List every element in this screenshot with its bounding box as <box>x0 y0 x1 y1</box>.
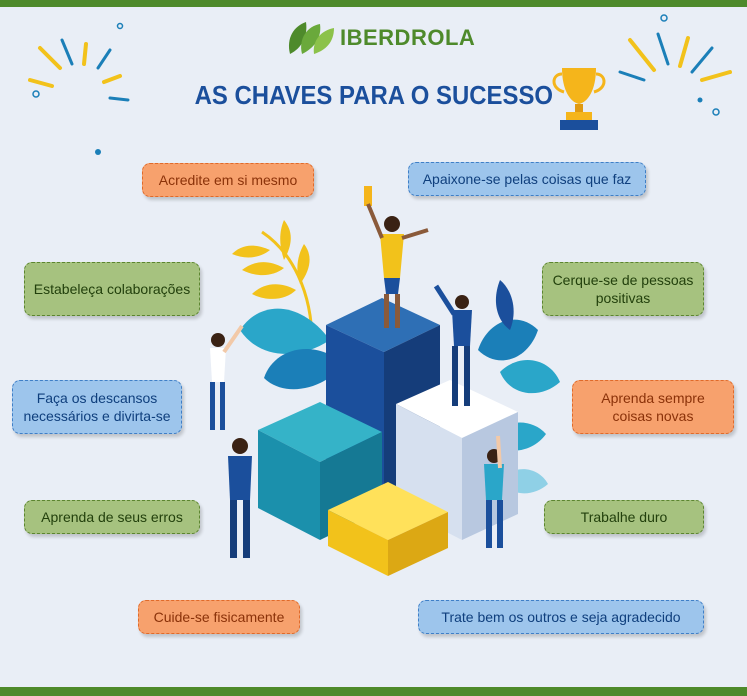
top-bar <box>0 0 747 7</box>
key-trate: Trate bem os outros e seja agradecido <box>418 600 704 634</box>
key-acredite: Acredite em si mesmo <box>142 163 314 197</box>
trophy-icon <box>552 68 606 130</box>
key-erros: Aprenda de seus erros <box>24 500 200 534</box>
key-trabalhe: Trabalhe duro <box>544 500 704 534</box>
key-cerque: Cerque-se de pessoas positivas <box>542 262 704 316</box>
confetti-icon <box>618 14 732 116</box>
key-aprenda-sempre: Aprenda sempre coisas novas <box>572 380 734 434</box>
key-cuide: Cuide-se fisicamente <box>138 600 300 634</box>
brand-logo: IBERDROLA <box>284 18 475 58</box>
key-descansos: Faça os descansos necessários e divirta-… <box>12 380 182 434</box>
brand-name: IBERDROLA <box>340 25 476 50</box>
leaf-logo-icon <box>288 22 334 54</box>
confetti-icon <box>28 22 130 155</box>
key-apaixone: Apaixone-se pelas coisas que faz <box>408 162 646 196</box>
key-estabeleca: Estabeleça colaborações <box>24 262 200 316</box>
bottom-bar <box>0 687 747 696</box>
page-title: AS CHAVES PARA O SUCESSO <box>194 80 553 110</box>
